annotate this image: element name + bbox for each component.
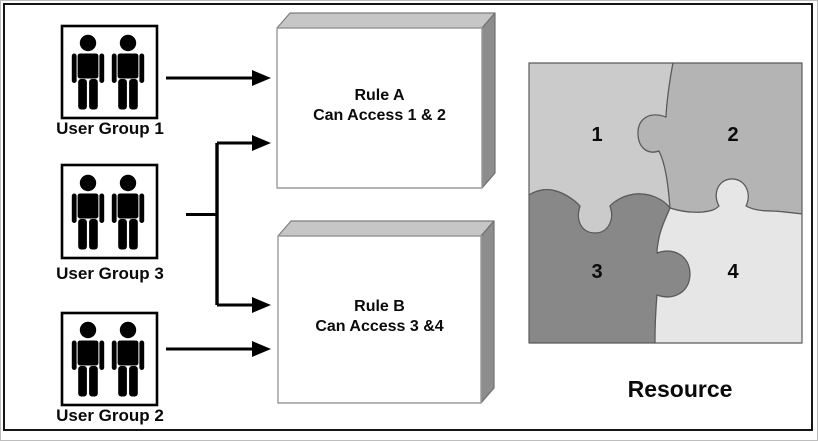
puzzle-piece-3-number: 3 <box>591 260 603 283</box>
rule-b-box <box>277 220 495 404</box>
rule-b-label: Rule B Can Access 3 &4 <box>278 236 481 403</box>
rule-a-box-top-face <box>276 12 496 29</box>
arrowhead-icon <box>252 341 271 357</box>
user-group-1-label: User Group 1 <box>56 119 164 138</box>
puzzle-piece-4-number: 4 <box>727 260 739 283</box>
user-group-2-label: User Group 2 <box>56 406 164 425</box>
puzzle-piece-4 <box>654 178 803 344</box>
rule-b-access: Can Access 3 &4 <box>315 318 444 335</box>
rule-a-box <box>276 12 496 189</box>
rule-a-title: Rule A <box>354 86 405 104</box>
user-group-1-icon <box>60 24 159 120</box>
puzzle-piece-2-number: 2 <box>727 123 739 146</box>
arrowhead-icon <box>252 135 271 151</box>
diagram-frame <box>3 3 813 431</box>
arrow-group1-to-ruleA <box>166 70 271 86</box>
user-group-3-label: User Group 3 <box>56 264 164 283</box>
arrowhead-icon <box>252 70 271 86</box>
puzzle-piece-1-number: 1 <box>591 123 603 146</box>
user-group-3-icon <box>60 163 159 260</box>
rule-b-box-top-face <box>277 220 495 237</box>
rule-b-title: Rule B <box>354 298 405 315</box>
rule-a-box-front-face <box>276 27 483 189</box>
resource-puzzle <box>528 62 803 344</box>
user-group-2-icon <box>60 311 159 407</box>
rule-a-box-side-face <box>481 12 496 189</box>
bracket-group3-to-rules <box>186 135 271 313</box>
rule-b-box-side-face <box>480 220 495 404</box>
arrow-group2-to-ruleB <box>166 341 271 357</box>
arrowhead-icon <box>252 297 271 313</box>
rule-a-access: Can Access 1 & 2 <box>313 106 446 124</box>
rule-b-box-front-face <box>277 235 482 404</box>
resource-label: Resource <box>627 376 733 402</box>
rule-a-label: Rule A Can Access 1 & 2 <box>277 28 482 188</box>
